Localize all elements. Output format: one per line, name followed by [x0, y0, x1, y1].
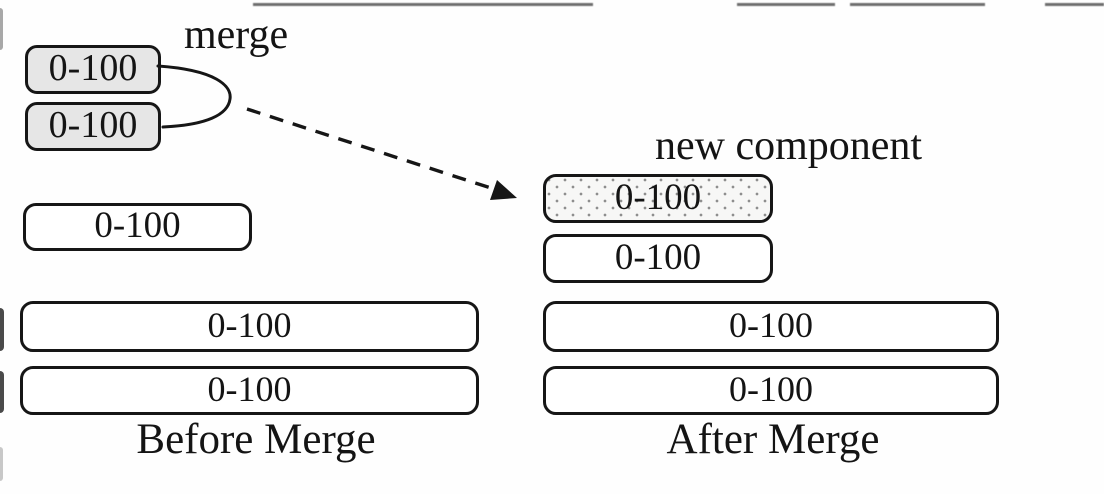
after-big-box-1: 0-100	[543, 301, 999, 352]
range-label: 0-100	[48, 104, 138, 146]
before-big-box-2: 0-100	[20, 366, 479, 415]
new-component-label: new component	[655, 123, 923, 169]
after-mid-box: 0-100	[543, 234, 773, 283]
after-merge-caption: After Merge	[666, 416, 880, 463]
range-label: 0-100	[207, 369, 292, 409]
cropped-artifact-top-1	[253, 3, 593, 6]
cropped-artifact-left-3	[0, 371, 4, 413]
dashed-arrow-head	[490, 180, 517, 200]
range-label: 0-100	[614, 236, 702, 278]
cropped-artifact-top-3	[850, 3, 985, 6]
range-label: 0-100	[94, 205, 181, 246]
range-label: 0-100	[614, 176, 702, 218]
cropped-artifact-left-2	[0, 308, 4, 351]
new-component-box: 0-100	[543, 174, 773, 223]
range-label: 0-100	[729, 369, 813, 409]
range-label: 0-100	[729, 305, 813, 345]
before-merge-caption: Before Merge	[136, 416, 376, 463]
merge-arc-connector	[156, 64, 232, 129]
cropped-artifact-left-1	[0, 8, 3, 50]
merge-source-box-1: 0-100	[25, 45, 161, 94]
before-big-box-1: 0-100	[20, 301, 479, 352]
dashed-arrow-line	[246, 107, 498, 192]
range-label: 0-100	[207, 305, 292, 345]
range-label: 0-100	[48, 47, 138, 89]
cropped-artifact-top-2	[737, 3, 835, 6]
merge-source-box-2: 0-100	[25, 102, 161, 151]
merge-label: merge	[184, 12, 289, 58]
before-mid-box: 0-100	[23, 203, 252, 251]
after-big-box-2: 0-100	[543, 366, 999, 415]
cropped-artifact-top-4	[1045, 3, 1104, 6]
cropped-artifact-left-4	[0, 447, 3, 481]
